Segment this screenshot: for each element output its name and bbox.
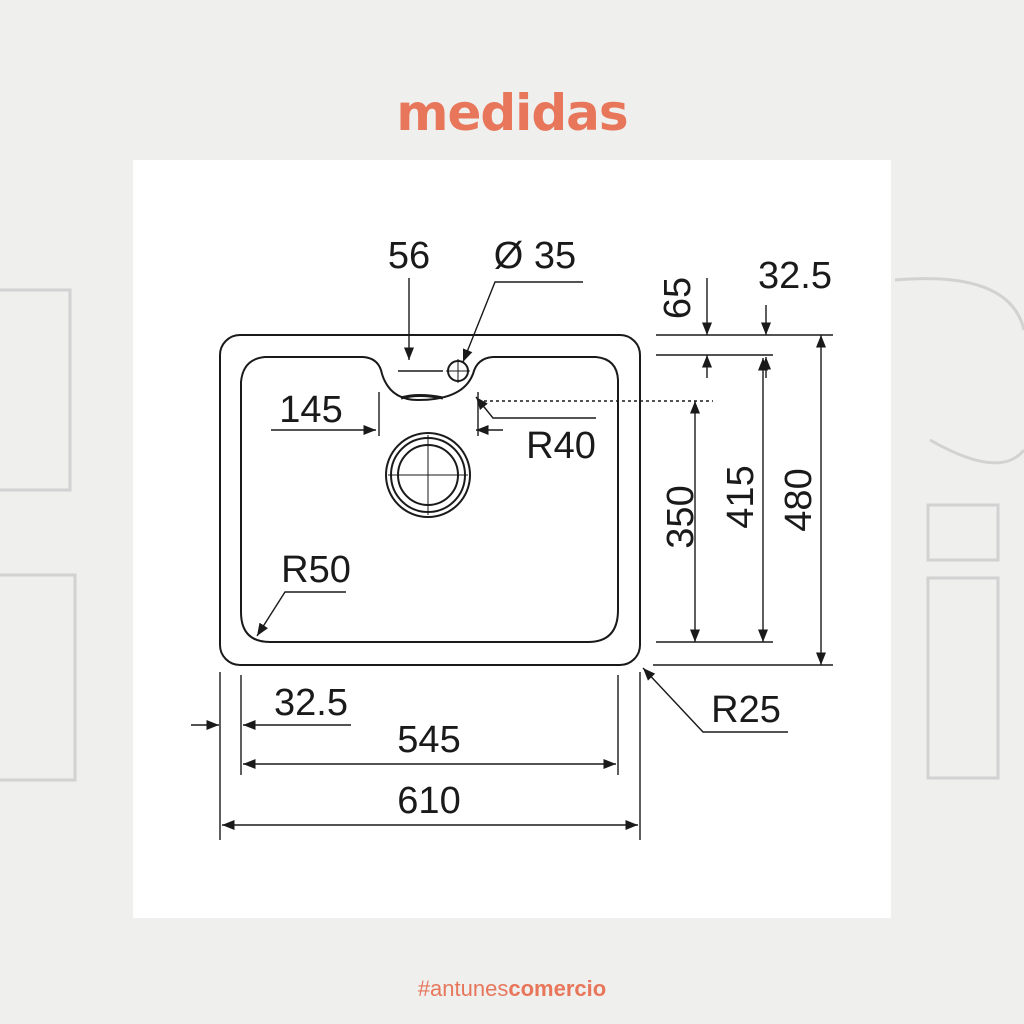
dim-350-label: 350 xyxy=(660,485,702,548)
drain xyxy=(385,432,471,518)
sink-bowl-outline xyxy=(240,356,619,643)
dim-610-label: 610 xyxy=(397,780,460,822)
dim-32-5-top-label: 32.5 xyxy=(758,255,832,297)
dim-32-5-bottom-label: 32.5 xyxy=(274,682,348,724)
dim-65-label: 65 xyxy=(657,277,699,319)
dim-diameter-35-label: Ø 35 xyxy=(494,235,576,277)
dim-415-label: 415 xyxy=(720,465,762,528)
dim-56-label: 56 xyxy=(388,235,430,277)
dim-480-label: 480 xyxy=(778,468,820,531)
ledge-overflow-slot xyxy=(400,394,444,400)
drawing-panel: 56 Ø 35 65 32.5 145 R40 350 415 480 R50 … xyxy=(133,160,891,918)
sink-outer-rim xyxy=(219,334,641,666)
dim-r50-label: R50 xyxy=(281,549,351,591)
tap-hole xyxy=(446,359,470,383)
page-title: medidas xyxy=(396,84,628,142)
hashtag-prefix: #antunes xyxy=(417,976,509,1001)
hashtag-footer: #antunescomercio xyxy=(0,976,1024,1002)
dim-145-label: 145 xyxy=(279,389,342,431)
dim-r25-label: R25 xyxy=(711,689,781,731)
dim-545-label: 545 xyxy=(397,719,460,761)
sink-technical-drawing: 56 Ø 35 65 32.5 145 R40 350 415 480 R50 … xyxy=(191,235,833,840)
dim-r40-label: R40 xyxy=(526,425,596,467)
hashtag-suffix: comercio xyxy=(508,976,607,1001)
